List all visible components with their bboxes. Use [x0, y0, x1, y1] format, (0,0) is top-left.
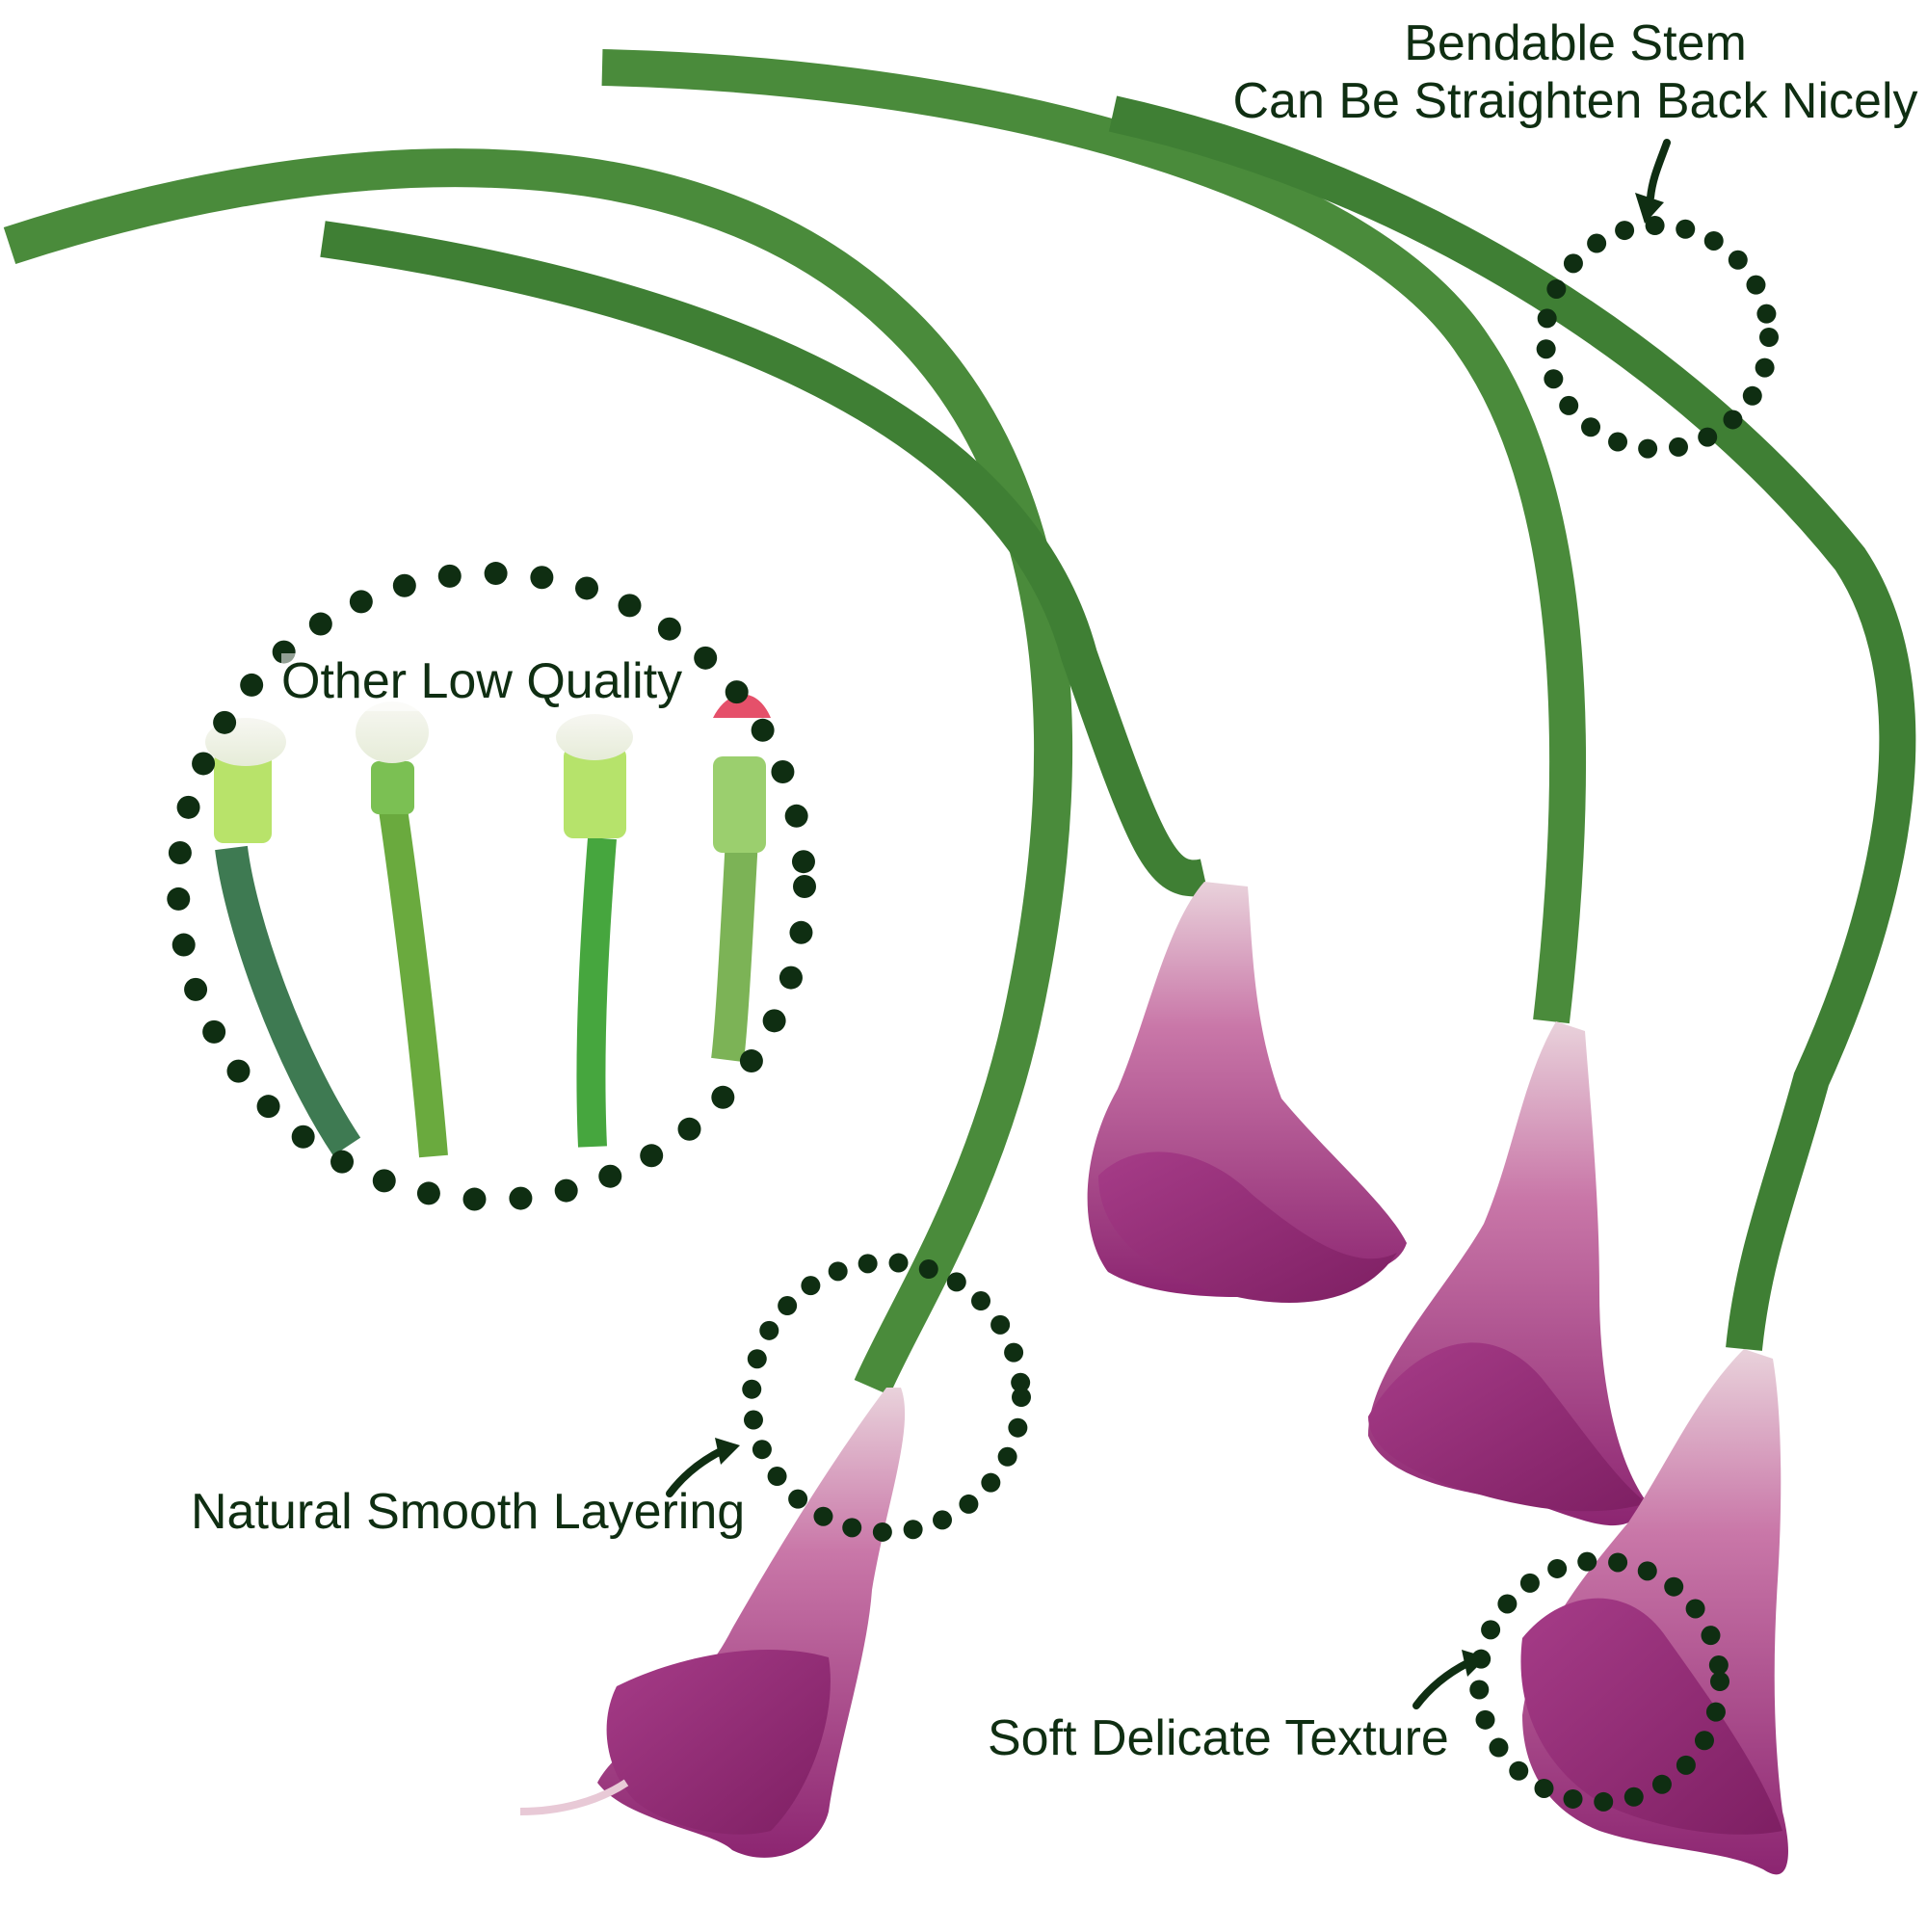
arrow-heads [715, 193, 1664, 1677]
dotted-circle-other-low-quality [167, 562, 816, 1211]
flower-right-upper [1368, 1021, 1648, 1526]
dotted-circle-bendable [1536, 216, 1779, 459]
low-quality-stem-samples [205, 694, 771, 1158]
arrow-natural-smooth [666, 1446, 726, 1497]
bendable-stem-title: Bendable Stem [1404, 15, 1747, 71]
stem-1 [3, 148, 1073, 1396]
arrow-bendable [1647, 139, 1671, 201]
flower-right-lower [1520, 1349, 1788, 1875]
other-low-quality-label: Other Low Quality [281, 653, 683, 711]
soft-delicate-texture-label: Soft Delicate Texture [988, 1710, 1449, 1766]
sample-stem-4 [711, 694, 771, 1063]
dotted-circle-natural-smooth [742, 1253, 1031, 1542]
sample-stem-2 [356, 701, 448, 1158]
bendable-stem-subtitle: Can Be Straighten Back Nicely [1232, 72, 1918, 129]
stem-4 [1108, 95, 1916, 1351]
dotted-circles [167, 216, 1779, 1812]
sample-stem-1 [205, 718, 361, 1156]
flower-middle [1087, 882, 1407, 1303]
bendable-stem-label: Bendable Stem Can Be Straighten Back Nic… [1224, 15, 1927, 131]
natural-smooth-layering-label: Natural Smooth Layering [191, 1484, 746, 1540]
stem-2 [320, 221, 1209, 897]
stems [3, 49, 1916, 1396]
stem-3 [601, 49, 1587, 1024]
dotted-circle-soft-delicate [1469, 1551, 1729, 1812]
flower-bottom-left [519, 1388, 906, 1858]
sample-stem-3 [556, 714, 633, 1148]
arrow-soft-delicate [1412, 1658, 1473, 1709]
arrows [666, 139, 1671, 1709]
